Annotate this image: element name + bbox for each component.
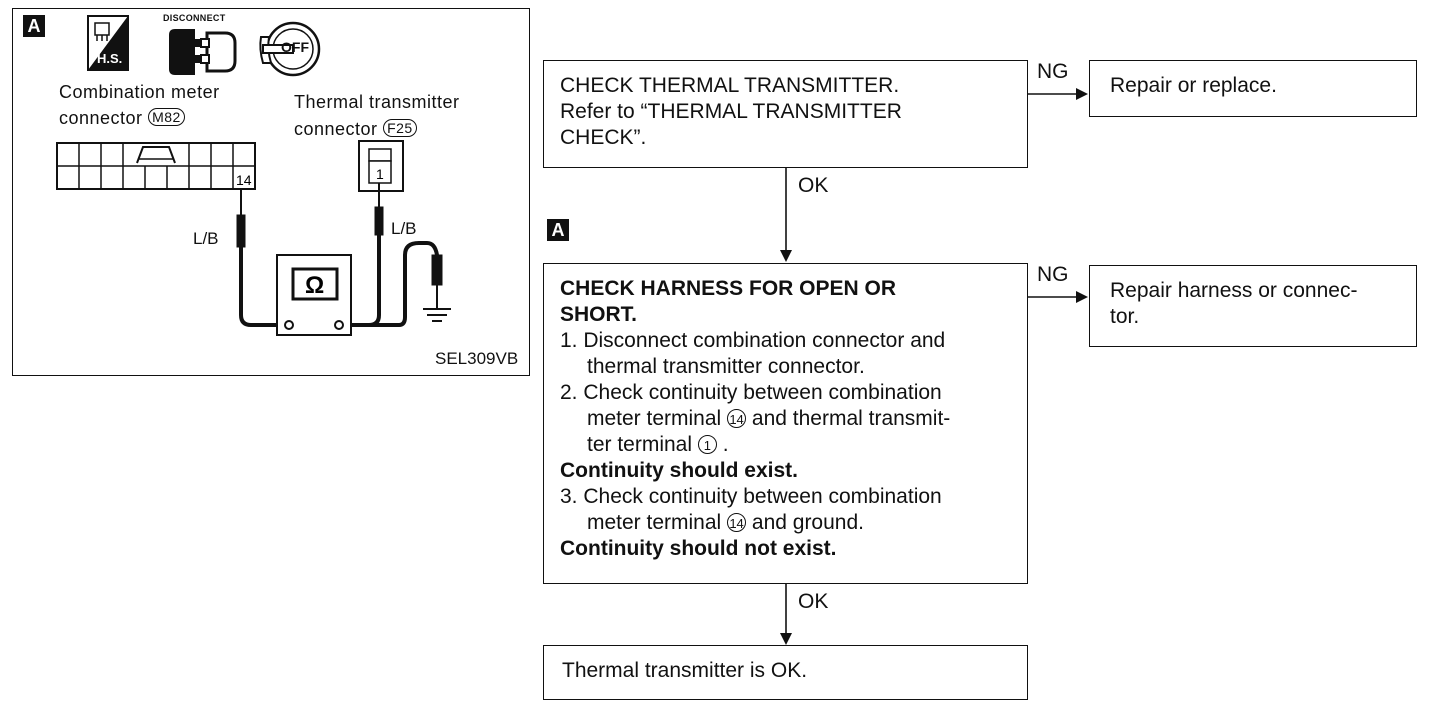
combination-terminal-number: 14 (236, 172, 252, 188)
right-wire-color-label: L/B (391, 219, 417, 238)
figure-code: SEL309VB (435, 349, 519, 368)
ohm-symbol: Ω (305, 272, 324, 299)
thermal-terminal-number: 1 (376, 166, 384, 182)
terminal-14-marker: 14 (727, 513, 747, 532)
disconnect-icon-label: DISCONNECT (163, 13, 226, 23)
repair-or-replace-box: Repair or replace. (1089, 60, 1417, 117)
hs-icon-label: H.S. (97, 51, 123, 66)
step2-ng-label: NG (1037, 263, 1069, 286)
terminal-14-marker: 14 (727, 409, 747, 428)
hand-tool-hs-icon: H.S. (87, 15, 129, 71)
thermal-transmitter-label: Thermal transmitter connector F25 (294, 92, 460, 139)
check-harness-box: CHECK HARNESS FOR OPEN OR SHORT. 1. Disc… (543, 263, 1028, 584)
ohmmeter (276, 254, 352, 336)
wiring-figure-panel: A H.S. DISCONNECT O (12, 8, 530, 376)
combination-connector-code: M82 (148, 108, 185, 126)
terminal-1-marker: 1 (697, 435, 717, 454)
wiring-diagram: 14 1 Ω (56, 140, 451, 336)
thermal-connector-code: F25 (383, 119, 417, 137)
test-leads (236, 183, 451, 327)
repair-harness-box: Repair harness or connec- tor. (1089, 265, 1417, 347)
thermal-transmitter-ok-box: Thermal transmitter is OK. (543, 645, 1028, 700)
flow-tag-a: A (547, 219, 569, 241)
thermal-transmitter-connector (358, 140, 404, 192)
left-wire-color-label: L/B (193, 229, 219, 248)
step2-ok-label: OK (798, 590, 829, 613)
ignition-key-off-icon: OFF (257, 19, 321, 77)
disconnect-connector-icon: DISCONNECT (159, 13, 249, 79)
check-thermal-transmitter-box: CHECK THERMAL TRANSMITTER. Refer to “THE… (543, 60, 1028, 168)
figure-tag-a: A (23, 15, 45, 37)
combination-meter-label: Combination meter connector M82 (59, 82, 220, 128)
step1-ok-label: OK (798, 174, 829, 197)
combination-meter-connector (56, 142, 256, 190)
step1-ng-label: NG (1037, 60, 1069, 83)
key-icon-label: OFF (281, 39, 309, 55)
